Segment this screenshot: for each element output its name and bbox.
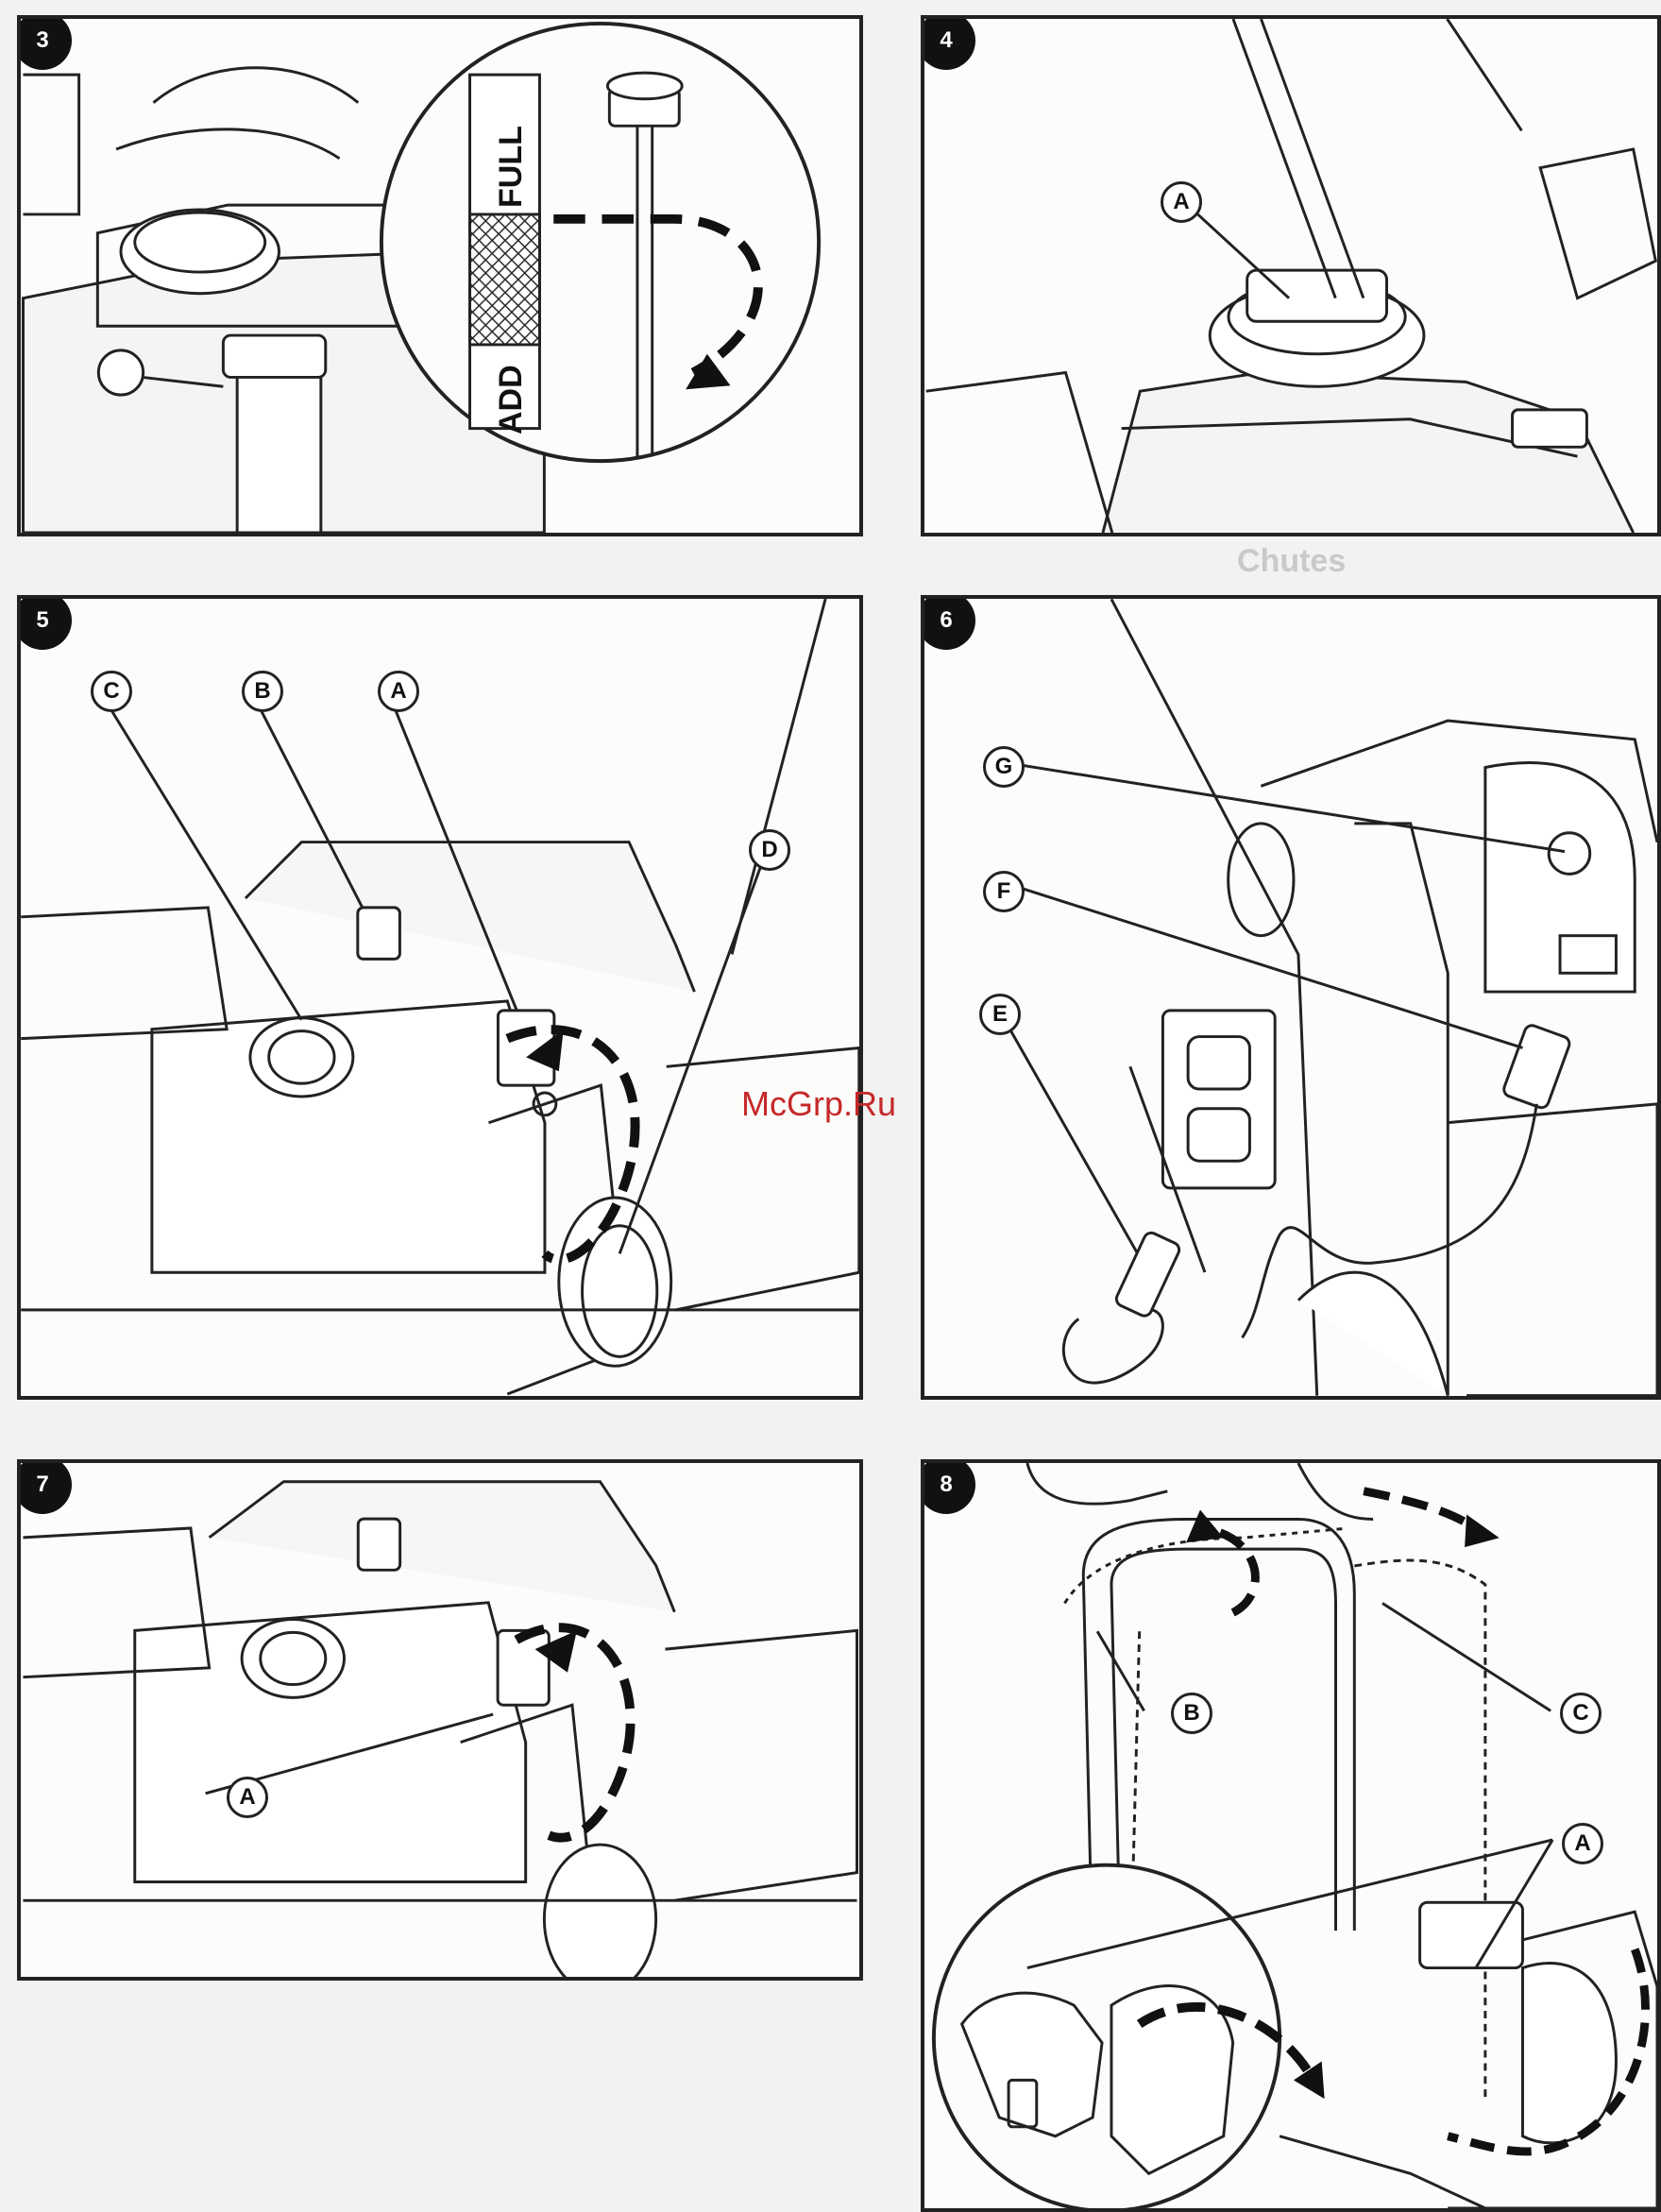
panel-7: 7 A: [17, 1459, 863, 1981]
key-and-fuel-illustration: [21, 599, 859, 1396]
handle-and-chute-illustration: [924, 1463, 1657, 2208]
callout-c: C: [1560, 1693, 1602, 1734]
bleed-through-text: Chutes: [1237, 543, 1346, 580]
callout-g: G: [983, 746, 1025, 788]
key-removal-illustration: [21, 1463, 859, 1977]
dipstick-full-label: FULL: [493, 126, 530, 208]
engine-oil-dipstick-illustration: [21, 19, 859, 533]
fuel-cap-illustration: [924, 19, 1657, 533]
callout-b: B: [242, 671, 283, 712]
callout-a: A: [378, 671, 419, 712]
callout-a: A: [227, 1777, 268, 1818]
callout-a: A: [1161, 181, 1202, 223]
callout-e: E: [979, 994, 1021, 1035]
panel-5: 5 C B A D: [17, 595, 863, 1400]
callout-a: A: [1562, 1823, 1603, 1864]
panel-8: 8: [921, 1459, 1661, 2212]
dipstick-add-label: ADD: [493, 365, 530, 434]
callout-f: F: [983, 871, 1025, 912]
panel-4: 4 A: [921, 15, 1661, 536]
watermark: McGrp.Ru: [741, 1084, 896, 1124]
callout-b: B: [1171, 1693, 1212, 1734]
callout-d: D: [749, 829, 790, 871]
electric-start-cord-illustration: [924, 599, 1657, 1396]
panel-6: 6 G F E: [921, 595, 1661, 1400]
callout-c: C: [91, 671, 132, 712]
panel-3: 3: [17, 15, 863, 536]
